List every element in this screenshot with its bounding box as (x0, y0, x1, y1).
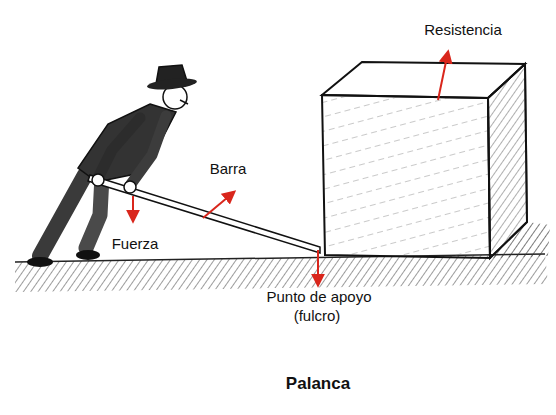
block-side-outline (488, 64, 527, 258)
man-hand (124, 181, 136, 193)
man-mustache (180, 100, 188, 104)
caption: Palanca (284, 373, 352, 394)
part-label: Barra (208, 159, 249, 178)
man-shoe (76, 250, 100, 260)
part-label: Resistencia (422, 20, 504, 39)
bar-arrow (203, 192, 234, 218)
ground (15, 254, 548, 292)
man-hand (92, 174, 104, 186)
part-label-text: Fuerza (110, 235, 161, 252)
resistance-arrow (438, 52, 448, 100)
man-leg (86, 176, 102, 248)
man-shoe (27, 257, 53, 267)
force-arrow (132, 196, 134, 221)
part-label: Fuerza (110, 234, 161, 253)
block-side (488, 64, 527, 258)
caption-text: Palanca (284, 374, 352, 393)
man-leg (40, 175, 85, 256)
part-label-text: Punto de apoyo (fulcro) (264, 288, 371, 324)
part-label-text: Barra (208, 160, 249, 177)
part-label: Punto de apoyo (fulcro) (253, 287, 383, 325)
block-front (322, 95, 490, 258)
man-arm (98, 118, 140, 178)
part-label-text: Resistencia (422, 21, 504, 38)
lever-bar (88, 175, 320, 253)
man-arm (131, 116, 166, 184)
fulcrum-arrow (317, 250, 319, 285)
man-hat-brim (147, 76, 198, 91)
